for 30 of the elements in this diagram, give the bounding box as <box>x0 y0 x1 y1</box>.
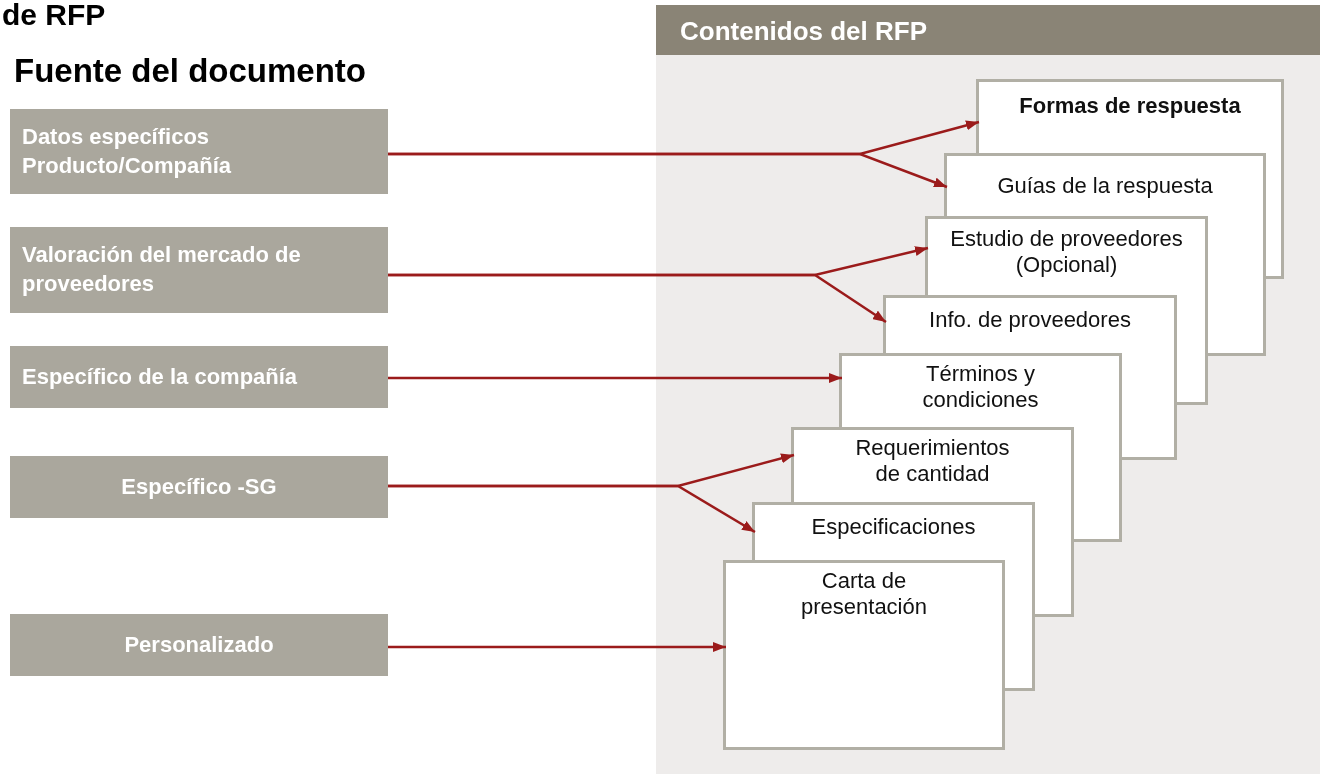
card-text: Carta de presentación <box>800 568 928 621</box>
arrow <box>388 152 948 189</box>
document-card <box>752 502 1035 560</box>
card-text: Requerimientos de cantidad <box>854 435 1011 488</box>
panel-title: Contenidos del RFP <box>680 16 927 47</box>
card-text: Info. de proveedores <box>928 307 1132 334</box>
card-text: Términos y condiciones <box>921 361 1040 414</box>
arrow <box>388 373 842 383</box>
document-card <box>925 216 1208 295</box>
arrow <box>388 273 887 324</box>
heading: Fuente del documento <box>14 52 366 90</box>
card-text: Formas de respuesta <box>1018 93 1242 120</box>
card-text: Estudio de proveedores (Opcional) <box>949 226 1184 279</box>
document-card <box>976 79 1284 153</box>
card-text: Especificaciones <box>810 514 977 541</box>
source-box: Específico -SG <box>10 456 388 518</box>
source-box: Valoración del mercado de proveedores <box>10 227 388 313</box>
arrow <box>388 484 756 534</box>
document-card <box>723 560 1005 750</box>
document-card <box>839 353 1122 427</box>
document-card <box>883 295 1177 353</box>
card-text: Guías de la respuesta <box>996 173 1214 200</box>
document-card <box>791 427 1074 502</box>
document-card <box>944 153 1266 216</box>
source-box: Personalizado <box>10 614 388 676</box>
content-panel <box>656 5 1320 774</box>
source-box: Datos específicos Producto/Compañía <box>10 109 388 194</box>
title: de RFP <box>2 0 106 32</box>
arrow <box>388 642 726 652</box>
source-box: Específico de la compañía <box>10 346 388 408</box>
